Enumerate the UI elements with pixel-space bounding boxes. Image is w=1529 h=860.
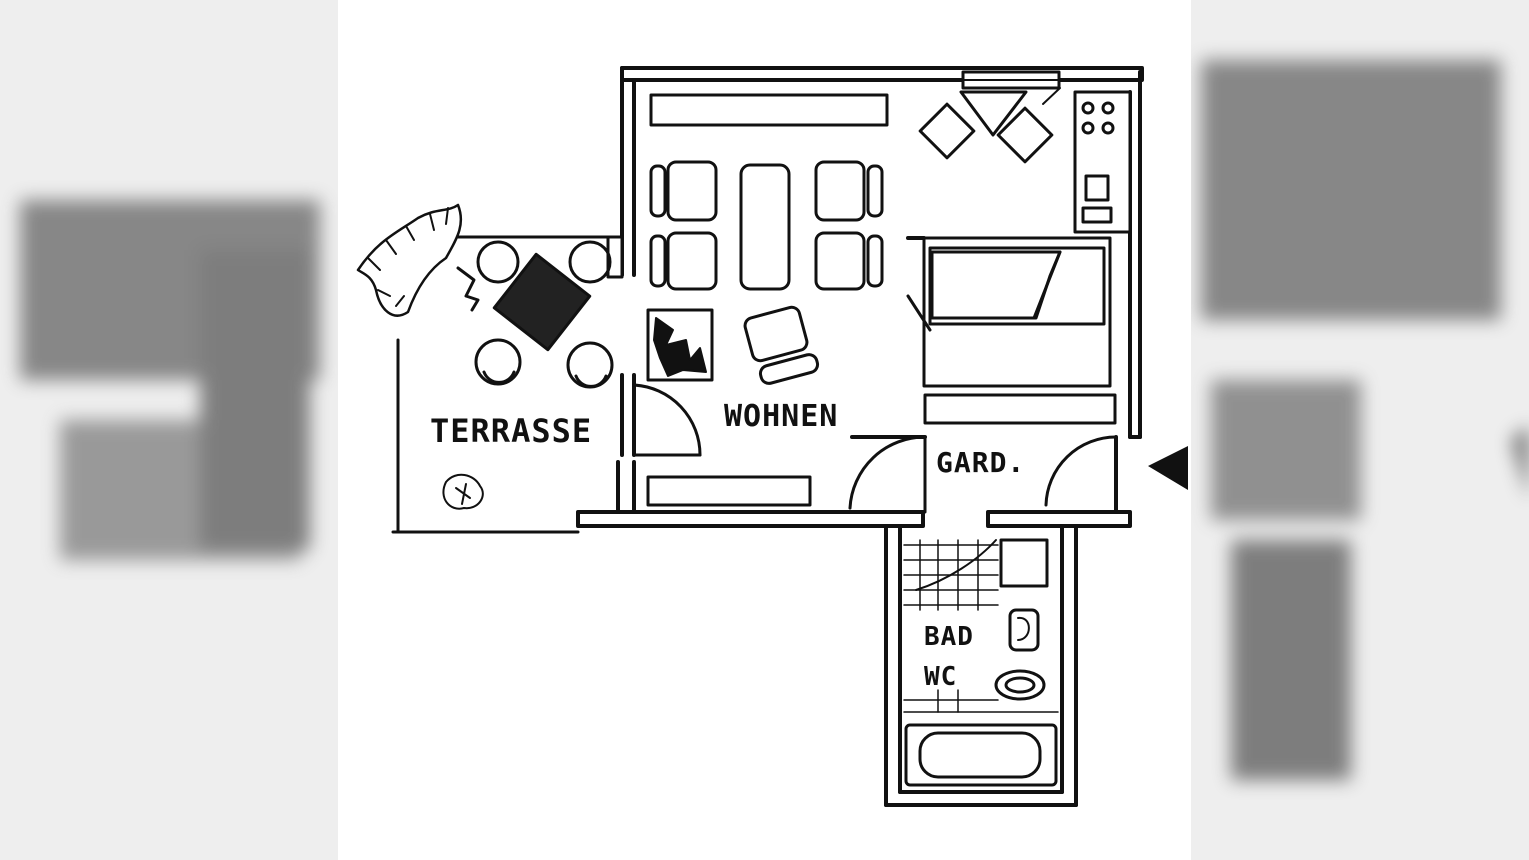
label-wohnen: WOHNEN [724, 399, 838, 434]
sofa-set [649, 160, 884, 291]
label-bad: BAD [924, 622, 974, 652]
bed [906, 246, 1106, 332]
wall-shelf [649, 93, 889, 127]
label-wc: WC [924, 662, 957, 692]
bathroom [903, 538, 1059, 787]
floor-plan-panel: TERRASSE WOHNEN GARD. BAD WC [338, 0, 1191, 860]
label-terrasse: TERRASSE [430, 412, 592, 450]
kitchen [918, 87, 1132, 234]
tv-chair [743, 305, 820, 385]
entrance-arrow-icon [1148, 446, 1188, 490]
terrace-furniture [474, 240, 614, 389]
floor-plan-drawing: TERRASSE WOHNEN GARD. BAD WC [356, 66, 1188, 807]
label-gard: GARD. [936, 446, 1025, 479]
terrace-outline [391, 235, 624, 534]
terrace-plants [356, 203, 484, 510]
blurred-background-left [0, 0, 338, 860]
blurred-background-right [1191, 0, 1529, 860]
terrace-door [632, 383, 702, 457]
plant-living [646, 308, 714, 382]
